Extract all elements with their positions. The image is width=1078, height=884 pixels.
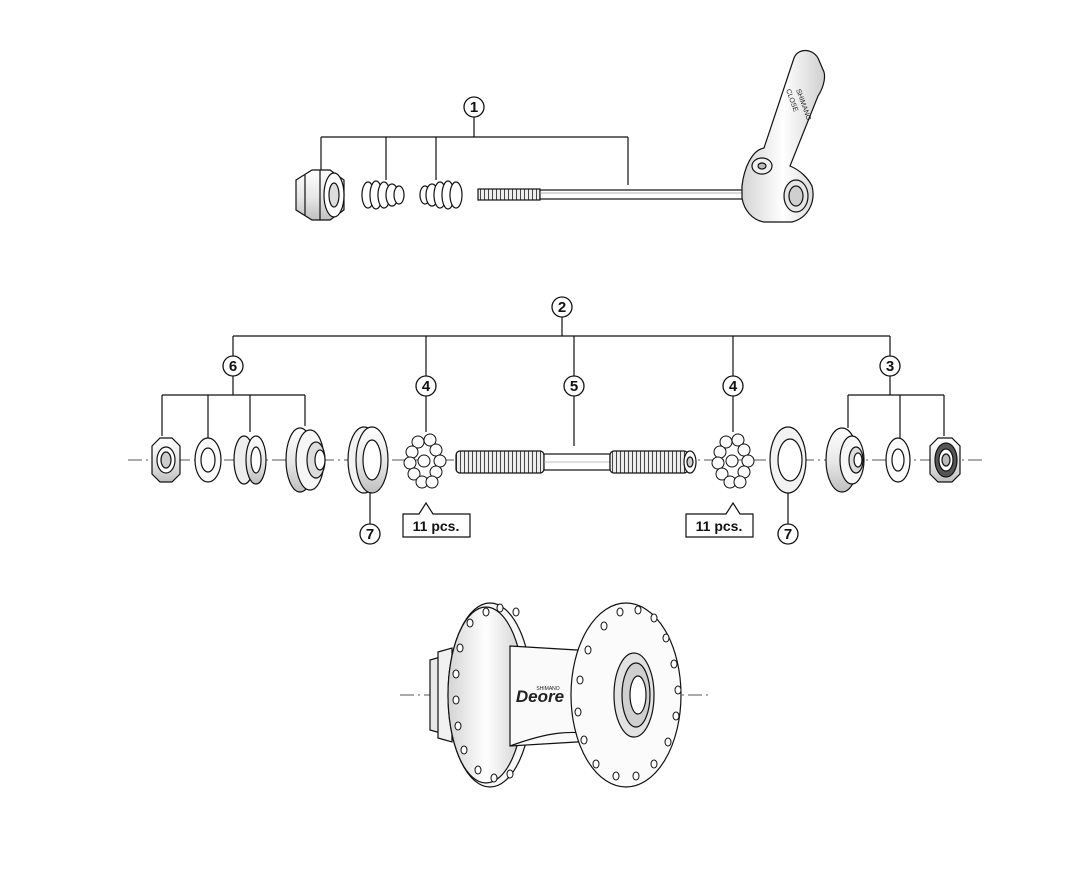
right-bearing-balls xyxy=(711,433,755,489)
quick-release-lever: SHIMANO CLOSE xyxy=(741,49,826,223)
callout-7-right: 7 xyxy=(777,523,799,545)
callout-4-right-label: 4 xyxy=(729,378,738,395)
callout-7-left: 7 xyxy=(359,523,381,545)
ball-count-label-left: 11 pcs. xyxy=(402,501,471,538)
spring-left xyxy=(361,180,405,210)
quick-release-assembly: SHIMANO CLOSE xyxy=(295,49,826,223)
hub-logo: SHIMANO Deore xyxy=(516,686,564,706)
callout-4-left: 4 xyxy=(415,375,437,397)
callout-7-left-label: 7 xyxy=(366,526,374,543)
flange-spoke-holes xyxy=(452,603,682,783)
right-locknut xyxy=(929,437,961,483)
skewer-rod xyxy=(477,188,751,201)
hub-logo-model: Deore xyxy=(516,687,564,706)
callout-6-label: 6 xyxy=(229,358,237,375)
hub-logo-brand: SHIMANO xyxy=(536,686,559,692)
left-spacer xyxy=(233,435,267,485)
left-locknut xyxy=(151,437,181,483)
spring-right xyxy=(419,180,463,210)
callout-1-label: 1 xyxy=(470,99,478,116)
callout-4-right: 4 xyxy=(722,375,744,397)
callout-1: 1 xyxy=(463,96,485,118)
callout-7-right-label: 7 xyxy=(784,526,792,543)
ball-count-left-text: 11 pcs. xyxy=(413,518,460,534)
hub-axle xyxy=(455,450,697,474)
callout-4-left-label: 4 xyxy=(422,378,431,395)
left-cone xyxy=(285,427,326,493)
right-cone xyxy=(825,427,865,493)
hub-body xyxy=(429,602,682,788)
callout-5-label: 5 xyxy=(570,378,578,395)
callout-3-label: 3 xyxy=(886,358,894,375)
left-dust-cap xyxy=(347,426,389,494)
callout-2: 2 xyxy=(551,296,573,318)
callout-2-label: 2 xyxy=(558,299,566,316)
ball-count-right-text: 11 pcs. xyxy=(696,518,743,534)
right-washer xyxy=(885,437,911,483)
callout-6: 6 xyxy=(222,355,244,377)
left-bearing-balls xyxy=(403,433,447,489)
ball-count-label-right: 11 pcs. xyxy=(685,501,754,538)
callout-5: 5 xyxy=(563,375,585,397)
axle-brackets xyxy=(161,317,945,524)
quick-release-nut xyxy=(295,169,345,221)
right-dust-cap xyxy=(769,426,807,494)
callout-3: 3 xyxy=(879,355,901,377)
left-washer xyxy=(194,437,222,483)
